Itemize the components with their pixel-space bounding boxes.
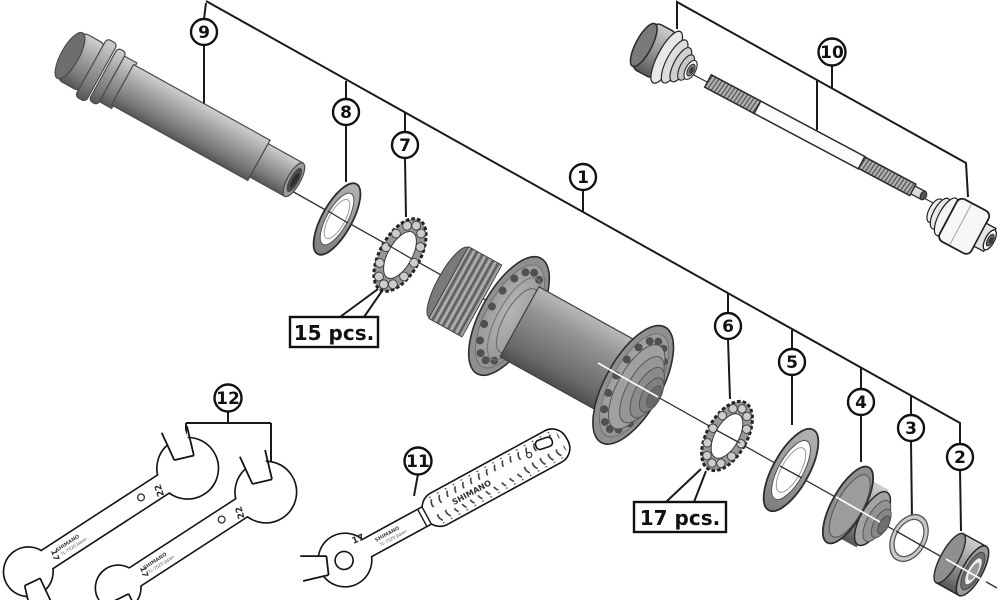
qty-label-15: 15 pcs. xyxy=(294,321,374,345)
callout-2: 2 xyxy=(945,442,975,472)
bracket-lines xyxy=(185,0,969,532)
part-2-cap-nut xyxy=(933,532,990,597)
callout-9: 9 xyxy=(189,17,219,47)
part-10-skewer xyxy=(629,22,997,255)
centerline-overlays xyxy=(327,210,987,583)
part-7-bearing-retainer xyxy=(372,217,428,293)
svg-text:2: 2 xyxy=(954,448,966,468)
svg-text:4: 4 xyxy=(855,393,867,413)
part-1-hub-body xyxy=(426,246,675,445)
svg-text:10: 10 xyxy=(820,43,844,63)
grip-dot xyxy=(526,451,533,459)
callout-connectors xyxy=(203,2,962,532)
callouts: 1 2 3 4 5 6 7 8 9 10 11 12 xyxy=(189,17,975,476)
part-11-hub-wrench: 17 SHIMANO TL-7S20 Japan SHIMANO xyxy=(298,428,571,588)
qty-box-15: 15 pcs. xyxy=(288,315,380,349)
callout-11: 11 xyxy=(403,446,433,476)
callout-6: 6 xyxy=(713,311,743,341)
callout-5: 5 xyxy=(777,347,807,377)
svg-text:7: 7 xyxy=(399,136,411,156)
skewer-rod xyxy=(703,73,928,201)
collar xyxy=(417,507,432,527)
bracket-wrenches xyxy=(185,411,272,466)
part-9-thru-axle xyxy=(54,31,306,198)
bearing-balls xyxy=(374,220,426,290)
svg-text:1: 1 xyxy=(577,168,589,188)
part-4-cone xyxy=(821,465,892,548)
svg-text:3: 3 xyxy=(905,419,917,439)
svg-text:11: 11 xyxy=(406,452,430,472)
callout-7: 7 xyxy=(390,130,420,160)
bracket-main-assembly xyxy=(205,0,961,444)
wrench-size-22: 22 xyxy=(154,483,167,498)
hub-wrench-size: 17 xyxy=(351,533,366,547)
jaw-large xyxy=(160,421,195,463)
part-8-seal-ring xyxy=(312,182,362,256)
callout-8: 8 xyxy=(331,97,361,127)
qty-label-17: 17 pcs. xyxy=(640,506,720,530)
callout-10: 10 xyxy=(817,37,847,67)
leader-17pcs xyxy=(665,468,707,503)
bearing-balls xyxy=(702,404,752,468)
skewer-right-nut xyxy=(926,197,997,255)
svg-text:6: 6 xyxy=(722,317,734,337)
wrench-size-17: 17 xyxy=(49,548,61,561)
part-12-cone-wrench-2: 22 17 SHIMANO TL-7S20 Japan xyxy=(94,445,298,600)
leader-15pcs xyxy=(339,288,383,318)
svg-text:8: 8 xyxy=(340,103,352,123)
handle-hole xyxy=(217,515,226,524)
svg-text:12: 12 xyxy=(216,389,240,409)
callout-1: 1 xyxy=(568,162,598,192)
skewer-left-nut xyxy=(629,22,698,84)
callout-3: 3 xyxy=(896,413,926,443)
callout-12: 12 xyxy=(213,383,243,413)
hub-right-flange xyxy=(592,324,675,445)
qty-box-17: 17 pcs. xyxy=(632,500,728,534)
bracket-skewer xyxy=(676,0,969,198)
jaw-large xyxy=(239,445,273,487)
jaw xyxy=(298,555,330,582)
part-5-seal-washer xyxy=(762,427,820,513)
leader-hub-wrench xyxy=(413,473,419,497)
svg-text:9: 9 xyxy=(198,23,210,43)
handle-hole xyxy=(136,493,146,502)
wrench-size-22: 22 xyxy=(234,505,247,520)
svg-text:5: 5 xyxy=(786,353,798,373)
callout-4: 4 xyxy=(846,387,876,417)
head-hole xyxy=(334,550,354,571)
wrench-size-17: 17 xyxy=(138,565,150,578)
grip: SHIMANO xyxy=(422,428,570,527)
hang-hole xyxy=(534,436,554,451)
